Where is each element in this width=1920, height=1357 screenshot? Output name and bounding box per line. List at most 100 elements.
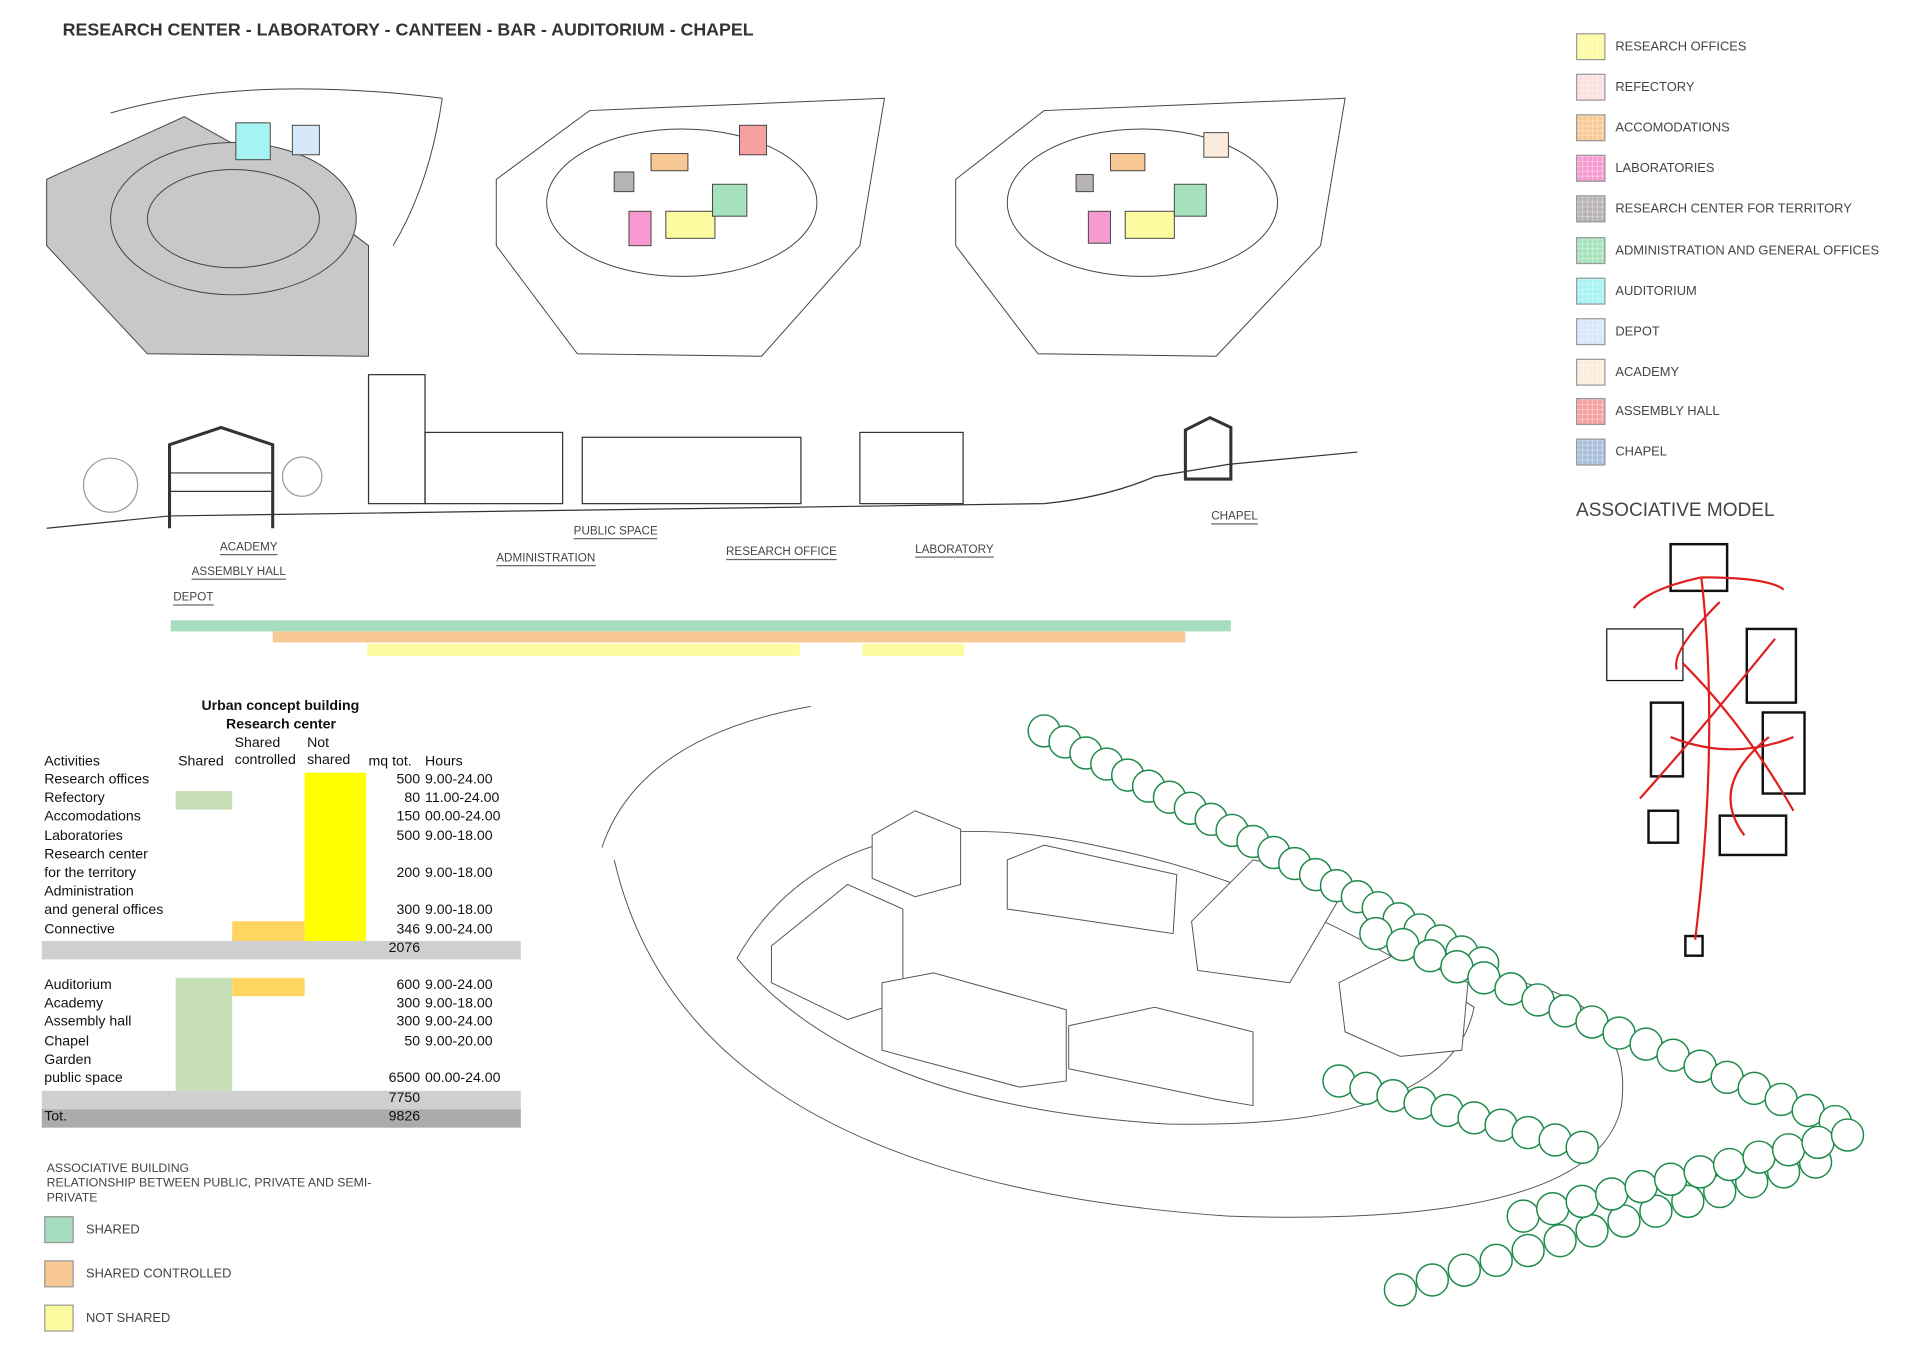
activity-name: Refectory [44, 791, 105, 807]
legend-label: REFECTORY [1615, 79, 1695, 95]
legend-swatch [1576, 33, 1606, 61]
tree-icon [1479, 1243, 1513, 1278]
legend-label: ACADEMY [1615, 364, 1680, 380]
legend-item: LABORATORIES [1576, 154, 1715, 182]
mq-value: 346 [396, 922, 421, 937]
hours-value: 9.00-18.00 [425, 996, 493, 1012]
activity-name: Garden [44, 1052, 92, 1068]
column-header: shared [307, 753, 351, 768]
tree-icon [1535, 1192, 1570, 1226]
usage-bars [170, 620, 1231, 656]
tree-icon [1506, 1199, 1540, 1233]
table-title: Research center [226, 717, 336, 733]
legend-swatch [1576, 73, 1606, 101]
legend-swatch [1576, 114, 1606, 142]
activity-name: Laboratories [44, 828, 123, 844]
mq-value: 600 [396, 977, 421, 993]
section [46, 374, 1358, 529]
tree-icon [1683, 1155, 1717, 1189]
legend-label: ACCOMODATIONS [1615, 120, 1730, 136]
tree-icon [1594, 1177, 1629, 1211]
mq-value: 300 [396, 1015, 421, 1030]
column-header: controlled [234, 753, 296, 768]
relationship-item: SHARED CONTROLLED [44, 1260, 232, 1288]
legend-item: DEPOT [1576, 318, 1660, 346]
mq-value: 500 [396, 772, 421, 788]
legend-swatch [1576, 398, 1606, 426]
mq-value: 50 [404, 1033, 421, 1049]
activity-name: Research offices [44, 772, 150, 788]
legend-item: ACADEMY [1576, 358, 1680, 386]
legend-item: REFECTORY [1576, 73, 1695, 101]
tree-icon [1565, 1130, 1599, 1165]
associative-model-title: ASSOCIATIVE MODEL [1576, 499, 1775, 521]
controlled-bar [232, 921, 305, 941]
relationship-label: NOT SHARED [85, 1310, 171, 1326]
relationship-swatch [44, 1304, 74, 1332]
tree-icon [1447, 1253, 1481, 1287]
relationship-title-line: PRIVATE [46, 1191, 98, 1206]
relationship-title-line: RELATIONSHIP BETWEEN PUBLIC, PRIVATE AND… [46, 1176, 372, 1191]
total-row [41, 1109, 521, 1128]
section-label-laboratory: LABORATORY [915, 542, 994, 558]
section-label-academy: ACADEMY [219, 540, 278, 556]
activity-name: Auditorium [44, 977, 112, 993]
site-plan-1 [46, 88, 443, 357]
hours-value: 9.00-18.00 [425, 866, 493, 881]
tree-icon [1511, 1233, 1545, 1268]
section-label-public-space: PUBLIC SPACE [573, 524, 658, 540]
legend-label: RESEARCH OFFICES [1615, 39, 1747, 55]
tree-icon [1771, 1133, 1806, 1167]
column-header: Activities [44, 754, 100, 769]
relationship-label: SHARED [85, 1222, 140, 1237]
column-header: Shared [178, 754, 224, 769]
shared-bar [175, 791, 233, 810]
hours-value: 11.00-24.00 [425, 791, 500, 807]
legend-item: RESEARCH OFFICES [1576, 33, 1747, 61]
legend-label: LABORATORIES [1615, 160, 1715, 176]
tree-icon [1742, 1140, 1776, 1174]
page-title: RESEARCH CENTER - LABORATORY - CANTEEN -… [62, 20, 754, 41]
hours-value: 9.00-24.00 [425, 772, 493, 788]
section-label-administration: ADMINISTRATION [496, 551, 596, 567]
controlled-bar [232, 977, 305, 997]
legend-item: ASSEMBLY HALL [1576, 398, 1720, 426]
hours-value: 9.00-24.00 [425, 922, 493, 937]
tree-icon [1543, 1223, 1577, 1258]
subtotal-row [41, 940, 521, 960]
relationship-title: ASSOCIATIVE BUILDING RELATIONSHIP BETWEE… [47, 1162, 372, 1206]
hours-value: 9.00-24.00 [425, 977, 493, 993]
hours-value: 9.00-24.00 [425, 1015, 493, 1030]
site-plan-3 [955, 97, 1346, 357]
mq-value: 150 [396, 809, 421, 825]
relationship-item: SHARED [44, 1216, 140, 1244]
section-label-research-office: RESEARCH OFFICE [725, 545, 837, 561]
section-label-depot: DEPOT [173, 590, 214, 606]
legend-swatch [1576, 237, 1606, 265]
column-header: Shared [234, 735, 281, 751]
legend-label: DEPOT [1615, 324, 1660, 340]
activity-name: Chapel [44, 1033, 90, 1049]
legend-label: ASSEMBLY HALL [1615, 404, 1720, 419]
relationship-label: SHARED CONTROLLED [85, 1266, 232, 1282]
table-title: Urban concept building [201, 698, 360, 714]
association-arrows [1632, 576, 1795, 940]
legend-item: ACCOMODATIONS [1576, 114, 1730, 142]
section-label-assembly-hall: ASSEMBLY HALL [191, 565, 286, 580]
tree-icon [1575, 1214, 1609, 1248]
hours-value: 9.00-18.00 [425, 903, 493, 919]
mq-value: 300 [396, 996, 421, 1012]
hours-value: 00.00-24.00 [425, 809, 501, 825]
tree-icon [1639, 1194, 1673, 1228]
site-plan-2 [495, 97, 886, 357]
activity-name: Connective [44, 922, 115, 937]
section-label-chapel: CHAPEL [1211, 509, 1258, 525]
legend-item: AUDITORIUM [1576, 277, 1697, 305]
legend-label: CHAPEL [1615, 444, 1667, 460]
tree-icon [1415, 1263, 1450, 1297]
legend-item: ADMINISTRATION AND GENERAL OFFICES [1576, 237, 1879, 265]
legend-item: RESEARCH CENTER FOR TERRITORY [1576, 195, 1852, 223]
column-header: mq tot. [368, 754, 412, 769]
activity-name: public space [44, 1071, 123, 1086]
